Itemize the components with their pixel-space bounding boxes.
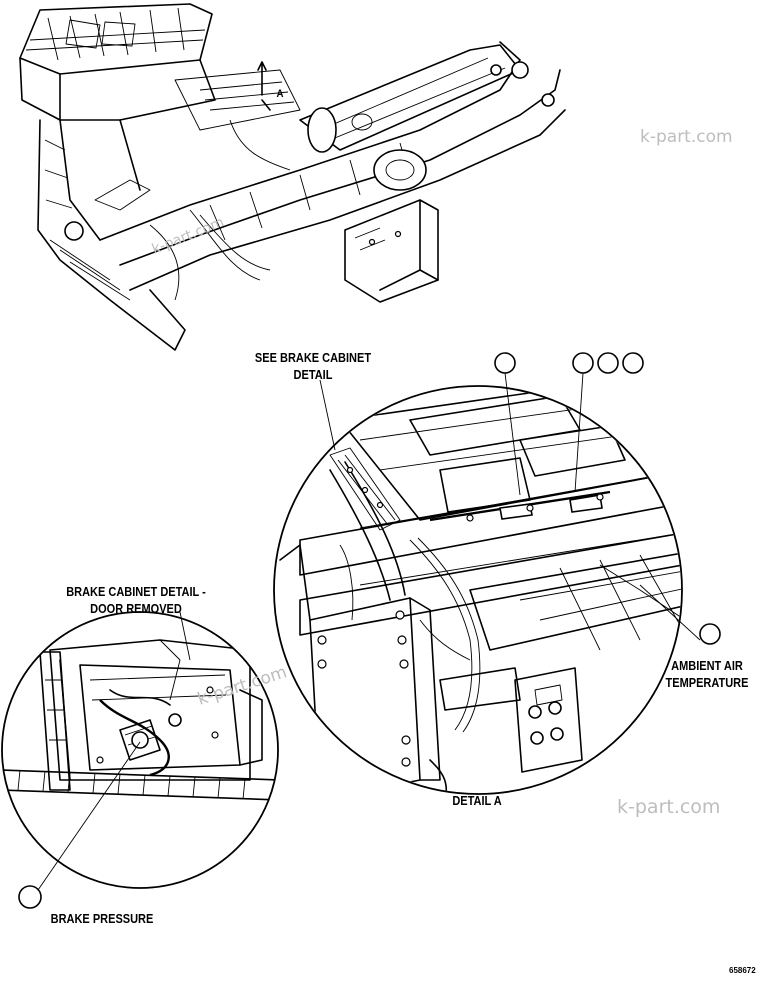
truck-frame-illustration (19, 3, 566, 351)
brake-cabinet-view (1, 611, 279, 909)
watermark-bottom-right: k-part.com (617, 796, 721, 818)
brake-cabinet-detail-label: BRAKE CABINET DETAIL - DOOR REMOVED (57, 584, 215, 618)
brake-cabinet-detail-line2: DOOR REMOVED (90, 602, 182, 616)
see-brake-cabinet-line2: DETAIL (293, 368, 333, 382)
view-marker-a: A (276, 88, 284, 100)
see-brake-cabinet-line1: SEE BRAKE CABINET (254, 351, 372, 365)
ambient-air-line2: TEMPERATURE (665, 676, 749, 690)
watermark-top-right: k-part.com (640, 127, 733, 147)
brake-pressure-label: BRAKE PRESSURE (50, 912, 154, 926)
brake-cabinet-detail-line1: BRAKE CABINET DETAIL - (66, 585, 206, 599)
see-brake-cabinet-label: SEE BRAKE CABINET DETAIL (251, 350, 374, 384)
document-number: 658672 (729, 966, 756, 975)
detail-a-label: DETAIL A (452, 794, 502, 808)
ambient-air-temperature-label: AMBIENT AIR TEMPERATURE (662, 658, 752, 692)
ambient-air-line1: AMBIENT AIR (671, 659, 743, 673)
detail-a-view (273, 352, 721, 795)
